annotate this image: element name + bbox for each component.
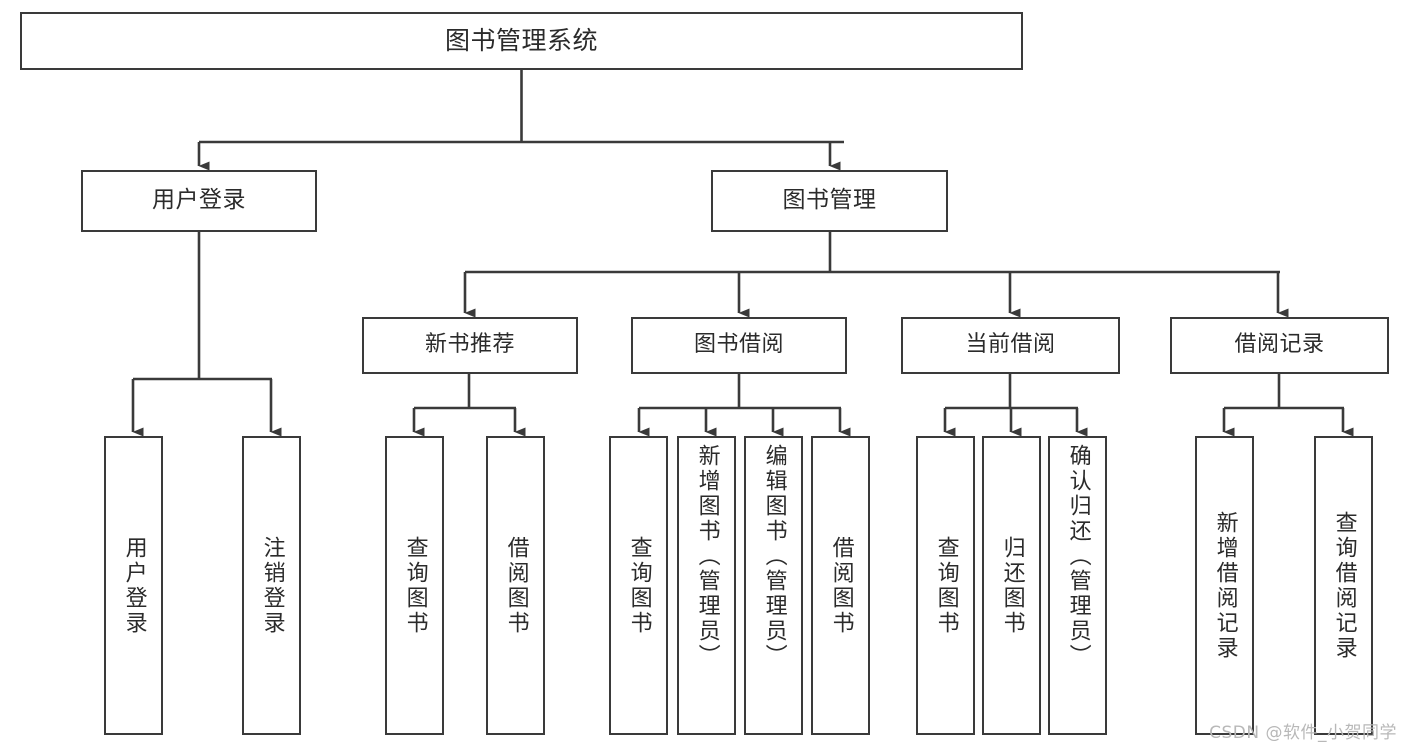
node-leaf-borrow-book[interactable]: 借阅图书 [811, 436, 870, 735]
node-leaf-borrow-book-recommend[interactable]: 借阅图书 [486, 436, 545, 735]
node-leaf-borrow-book-recommend-label: 借阅图书 [503, 535, 529, 636]
node-leaf-query-book-current[interactable]: 查询图书 [916, 436, 975, 735]
node-leaf-edit-book-label: 编辑图书（管理员） [761, 444, 787, 669]
node-leaf-edit-book[interactable]: 编辑图书（管理员） [744, 436, 803, 735]
node-leaf-borrow-book-label: 借阅图书 [828, 535, 854, 636]
node-leaf-logout[interactable]: 注销登录 [242, 436, 301, 735]
node-book-borrow[interactable]: 图书借阅 [631, 317, 847, 374]
node-leaf-add-borrow-record-label: 新增借阅记录 [1212, 510, 1238, 661]
edges-borrowrecord-to-leaves [1222, 374, 1354, 437]
node-book-management[interactable]: 图书管理 [711, 170, 948, 232]
node-leaf-logout-label: 注销登录 [259, 535, 285, 636]
node-leaf-query-book-borrow-label: 查询图书 [626, 535, 652, 636]
node-leaf-return-book[interactable]: 归还图书 [982, 436, 1041, 735]
node-leaf-query-book-recommend-label: 查询图书 [402, 535, 428, 636]
node-leaf-query-borrow-record[interactable]: 查询借阅记录 [1314, 436, 1373, 735]
node-current-borrow-label: 当前借阅 [965, 332, 1056, 358]
edges-userlogin-to-leaves [131, 232, 282, 437]
node-book-management-label: 图书管理 [782, 187, 877, 214]
node-leaf-query-borrow-record-label: 查询借阅记录 [1331, 510, 1357, 661]
node-leaf-query-book-borrow[interactable]: 查询图书 [609, 436, 668, 735]
csdn-watermark: CSDN @软件_小贺同学 [1209, 723, 1397, 743]
node-borrow-record[interactable]: 借阅记录 [1170, 317, 1389, 374]
edges-bookborrow-to-leaves [637, 374, 851, 437]
node-leaf-user-login-label: 用户登录 [121, 535, 147, 636]
edges-newbook-to-leaves [412, 374, 526, 437]
node-leaf-add-borrow-record[interactable]: 新增借阅记录 [1195, 436, 1254, 735]
node-leaf-user-login[interactable]: 用户登录 [104, 436, 163, 735]
node-new-book-recommend-label: 新书推荐 [424, 332, 515, 358]
edges-root-to-level2 [197, 70, 844, 171]
node-leaf-query-book-recommend[interactable]: 查询图书 [385, 436, 444, 735]
node-root-system[interactable]: 图书管理系统 [20, 12, 1023, 70]
node-book-borrow-label: 图书借阅 [693, 332, 784, 358]
node-user-login-label: 用户登录 [152, 187, 246, 214]
node-leaf-add-book[interactable]: 新增图书（管理员） [677, 436, 736, 735]
node-user-login[interactable]: 用户登录 [81, 170, 317, 232]
node-leaf-return-book-label: 归还图书 [999, 535, 1025, 636]
edges-currentborrow-to-leaves [943, 374, 1088, 437]
edges-bookmgmt-to-level3 [463, 232, 1289, 318]
node-leaf-add-book-label: 新增图书（管理员） [694, 444, 720, 669]
node-leaf-confirm-return-label: 确认归还（管理员） [1065, 444, 1091, 669]
node-current-borrow[interactable]: 当前借阅 [901, 317, 1120, 374]
node-borrow-record-label: 借阅记录 [1234, 332, 1325, 358]
node-leaf-confirm-return[interactable]: 确认归还（管理员） [1048, 436, 1107, 735]
node-root-system-label: 图书管理系统 [444, 26, 598, 55]
node-new-book-recommend[interactable]: 新书推荐 [362, 317, 578, 374]
node-leaf-query-book-current-label: 查询图书 [933, 535, 959, 636]
